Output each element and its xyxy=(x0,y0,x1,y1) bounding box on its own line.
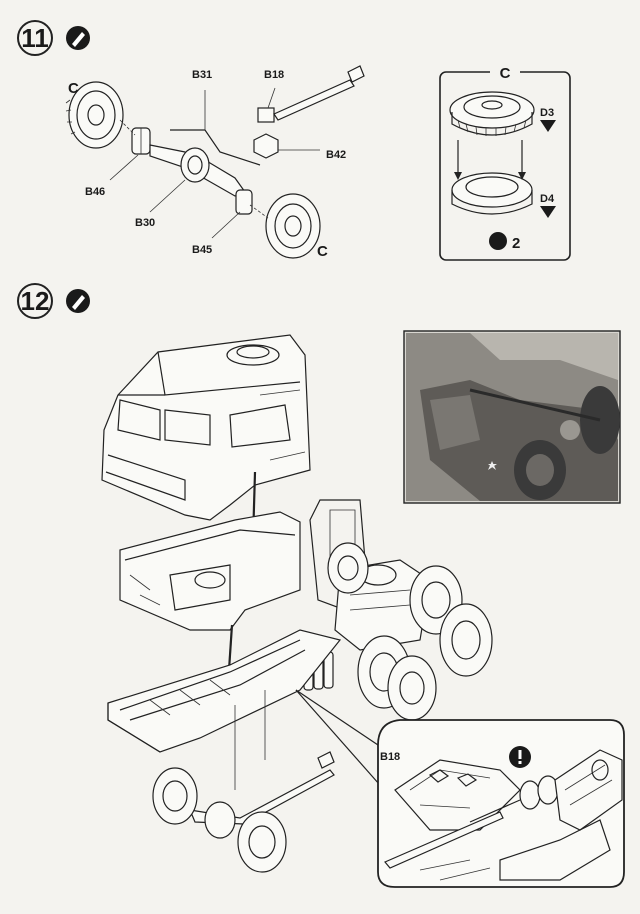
label-b45: B45 xyxy=(192,244,212,256)
label-b31: B31 xyxy=(192,69,212,81)
detail-c-box: C D3 D4 2 xyxy=(439,64,571,261)
glue-icon xyxy=(66,289,90,313)
reference-photo xyxy=(403,330,621,504)
d4-marker-icon xyxy=(540,206,556,218)
label-d3: D3 xyxy=(540,107,554,119)
label-b18: B18 xyxy=(264,69,284,81)
wheel-right xyxy=(265,193,321,259)
block-b42 xyxy=(253,133,279,159)
hull-deck xyxy=(119,511,301,631)
label-d4: D4 xyxy=(540,193,555,205)
detail-c-title: C xyxy=(500,65,511,82)
glue-icon xyxy=(66,26,90,50)
d3-marker-icon xyxy=(540,120,556,132)
attention-icon xyxy=(509,746,531,768)
tire-c xyxy=(449,91,535,136)
step-11-diagram: C B31 B18 B42 B46 B30 B45 C xyxy=(65,65,365,260)
step-11-header: 11 xyxy=(17,20,90,56)
label-c-left: C xyxy=(68,80,79,97)
label-b42: B42 xyxy=(326,149,346,161)
label-b46: B46 xyxy=(85,186,105,198)
chassis-frame xyxy=(107,629,342,790)
cab-body xyxy=(101,334,311,521)
driveshaft-b18 xyxy=(257,65,365,123)
hub-b46 xyxy=(131,127,151,155)
step-12-number: 12 xyxy=(21,286,50,316)
quantity-count: 2 xyxy=(512,235,520,252)
step-11-number: 11 xyxy=(21,23,49,53)
label-b30: B30 xyxy=(135,217,155,229)
label-b18-inset: B18 xyxy=(380,751,400,763)
axle-b30 xyxy=(149,144,246,197)
inset-detail: B18 xyxy=(377,719,625,888)
label-c-right: C xyxy=(317,243,328,260)
rear-wheels xyxy=(327,542,493,721)
step-12-diagram xyxy=(101,334,493,888)
step-12-header: 12 xyxy=(17,283,90,319)
rim-d4 xyxy=(451,172,533,215)
hub-b45 xyxy=(235,189,253,215)
wheel-left xyxy=(65,81,124,149)
paint-icon xyxy=(489,232,507,250)
front-axle xyxy=(152,751,335,873)
